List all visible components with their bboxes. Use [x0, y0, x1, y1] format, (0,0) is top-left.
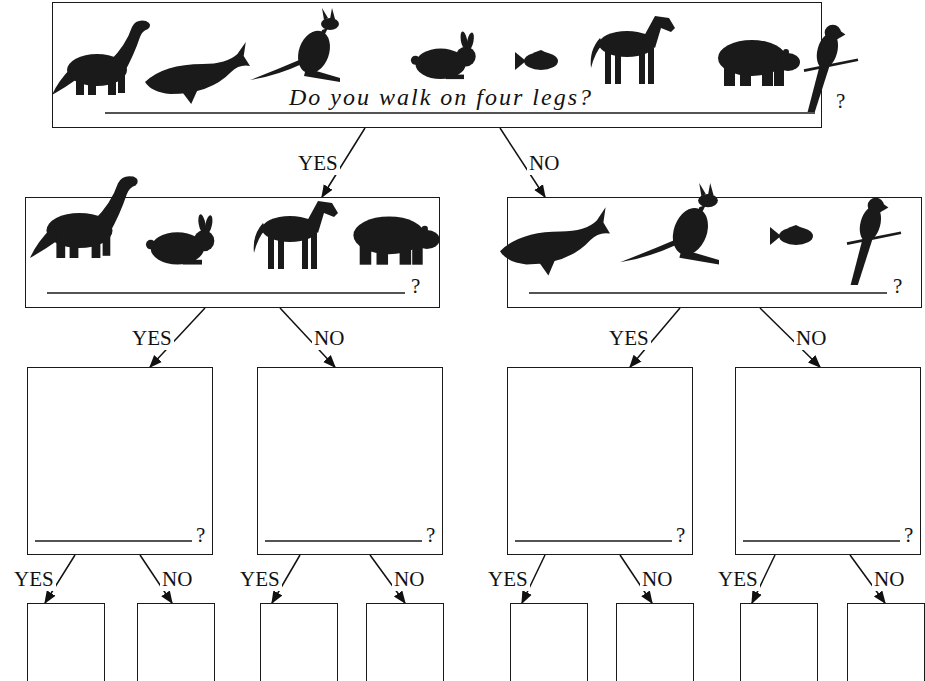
- horse-picture: [591, 16, 675, 84]
- kangaroo-picture: [250, 8, 340, 82]
- branch-label: NO: [640, 567, 674, 591]
- bear-picture: [353, 216, 439, 264]
- answer-line: [743, 540, 900, 541]
- question-box: ?: [507, 197, 922, 308]
- question-mark: ?: [836, 89, 845, 113]
- question-text: Do you walk on four legs?: [289, 85, 593, 109]
- branch-label: NO: [872, 567, 906, 591]
- answer-box: [137, 603, 215, 681]
- question-mark: ?: [893, 274, 902, 298]
- parrot-picture: [847, 198, 901, 285]
- branch-label: YES: [607, 326, 651, 350]
- answer-box: [510, 603, 588, 681]
- answer-line: [47, 292, 405, 293]
- branch-label: NO: [392, 567, 426, 591]
- branch-label: YES: [716, 567, 760, 591]
- horse-picture: [254, 201, 338, 269]
- question-box: ?: [25, 197, 440, 308]
- answer-box: [616, 603, 694, 681]
- question-mark: ?: [904, 523, 913, 547]
- branch-label: NO: [527, 151, 561, 175]
- branch-label: NO: [312, 326, 346, 350]
- branch-label: YES: [486, 567, 530, 591]
- dinosaur-picture: [52, 21, 150, 95]
- question-mark: ?: [676, 523, 685, 547]
- kangaroo-picture: [620, 183, 719, 264]
- answer-box: [260, 603, 338, 681]
- question-box: ?: [27, 367, 213, 555]
- branch-label: YES: [12, 567, 56, 591]
- answer-box: [27, 603, 105, 681]
- parrot-picture: [804, 25, 858, 112]
- branch-label: YES: [238, 567, 282, 591]
- branch-label: YES: [296, 151, 340, 175]
- bear-picture: [718, 40, 800, 86]
- question-box: ?: [507, 367, 693, 555]
- answer-line: [105, 112, 815, 113]
- answer-line: [265, 540, 422, 541]
- answer-box: [366, 603, 444, 681]
- answer-box: [847, 603, 925, 681]
- question-box: ?: [257, 367, 443, 555]
- question-mark: ?: [411, 274, 420, 298]
- answer-line: [529, 292, 887, 293]
- whale-picture: [500, 207, 610, 275]
- fish-picture: [515, 50, 558, 70]
- branch-label: NO: [160, 567, 194, 591]
- branch-label: YES: [130, 326, 174, 350]
- answer-line: [35, 540, 192, 541]
- question-mark: ?: [196, 523, 205, 547]
- question-box: ?: [735, 367, 921, 555]
- whale-picture: [145, 42, 250, 104]
- dinosaur-picture: [30, 176, 138, 258]
- rabbit-picture: [146, 214, 214, 265]
- answer-box: [740, 603, 818, 681]
- question-mark: ?: [426, 523, 435, 547]
- question-box: Do you walk on four legs??: [52, 2, 822, 128]
- fish-picture: [770, 225, 813, 245]
- branch-label: NO: [794, 326, 828, 350]
- answer-line: [515, 540, 672, 541]
- rabbit-picture: [411, 31, 476, 79]
